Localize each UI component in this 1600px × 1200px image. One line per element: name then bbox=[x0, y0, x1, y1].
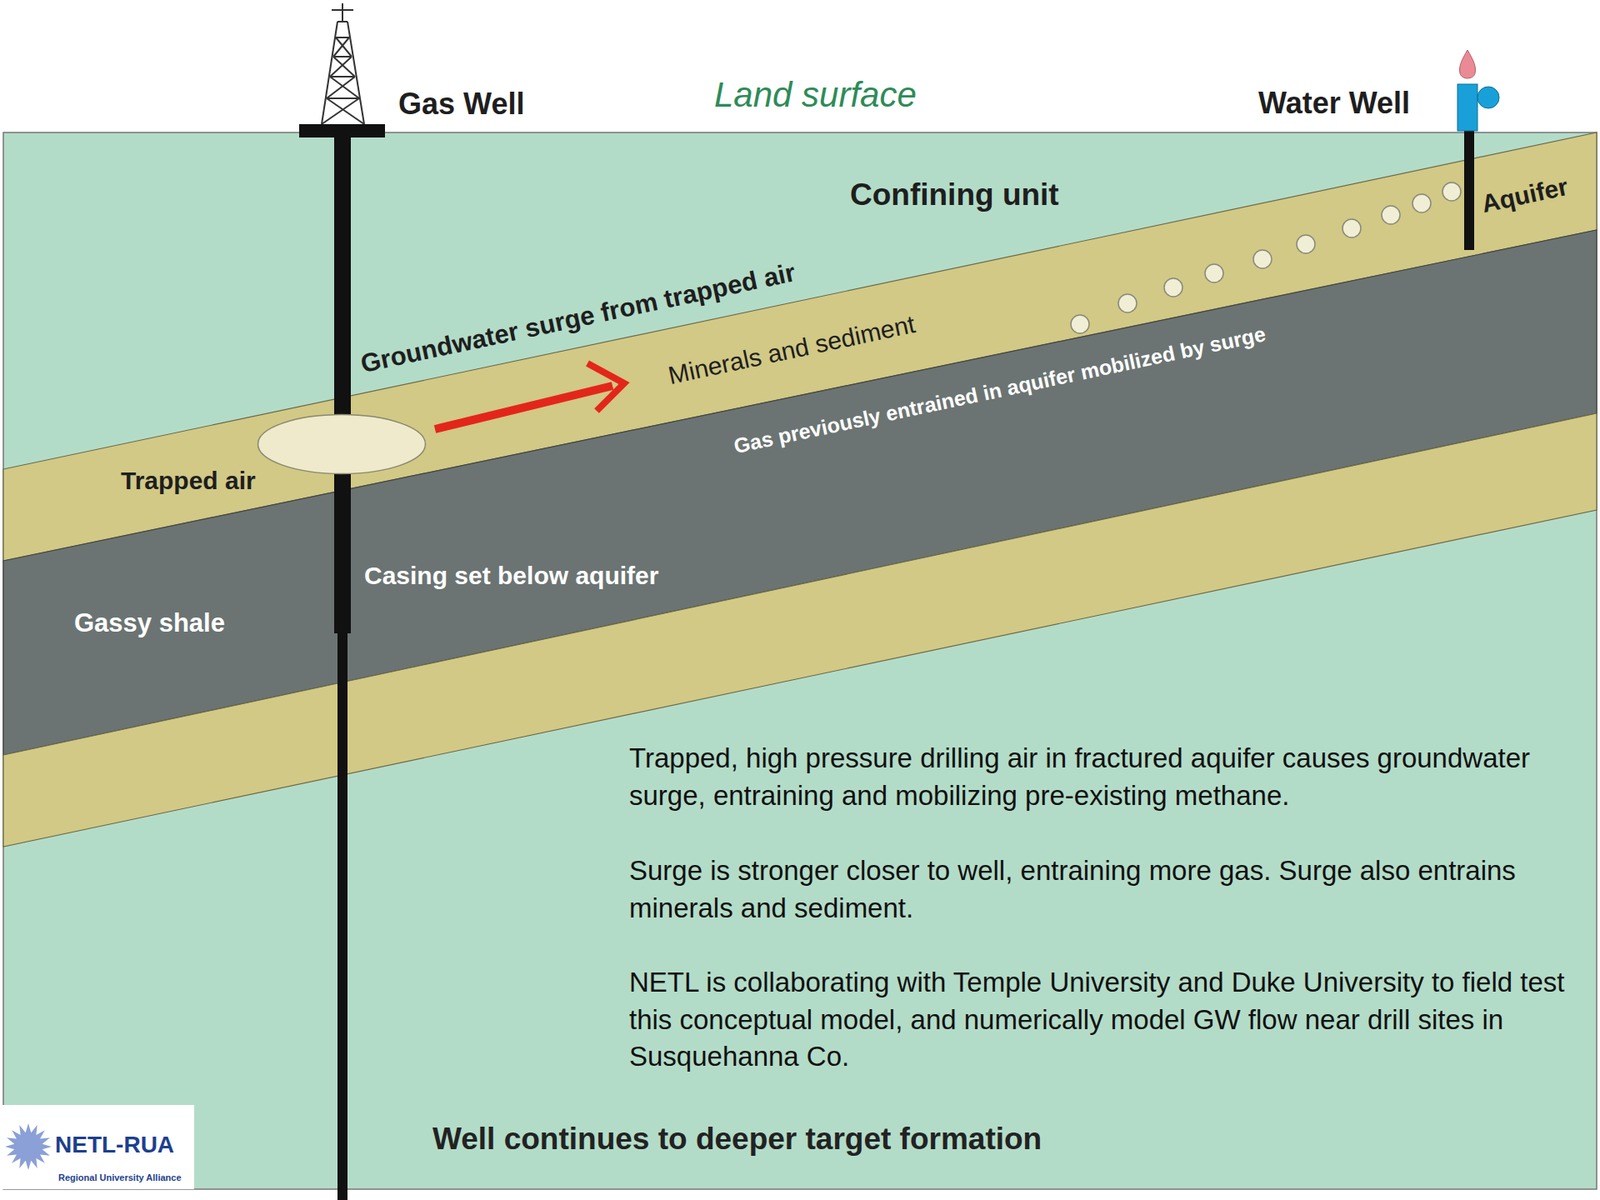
note-paragraph: Surge is stronger closer to well, entrai… bbox=[629, 852, 1588, 927]
logo-text: NETL-RUA bbox=[55, 1131, 175, 1159]
netl-logo-mark bbox=[0, 1105, 195, 1190]
unit-label: Gassy shale bbox=[74, 608, 225, 639]
gas-bubbles bbox=[1070, 182, 1461, 334]
ellipse-shape bbox=[256, 413, 427, 475]
unit-label: Aquifer bbox=[1479, 171, 1571, 219]
casing-label: Casing set below aquifer bbox=[364, 561, 659, 591]
note-paragraph: NETL is collaborating with Temple Univer… bbox=[629, 964, 1588, 1076]
surface-label: Land surface bbox=[714, 75, 917, 115]
well-bore bbox=[337, 631, 348, 1200]
surface-casing bbox=[334, 133, 351, 634]
note-paragraph: Trapped, high pressure drilling air in f… bbox=[629, 740, 1588, 815]
well-label: Water Well bbox=[1258, 85, 1410, 120]
trapped-air-pocket: Trapped air bbox=[256, 413, 427, 475]
process-label: Minerals and sediment bbox=[665, 310, 918, 390]
gas-well-derrick bbox=[321, 3, 365, 125]
well-label: Gas Well bbox=[398, 86, 525, 121]
unit-label: Confining unit bbox=[850, 177, 1060, 214]
confining-ground bbox=[3, 132, 1597, 1190]
node-label: Trapped air bbox=[120, 466, 256, 496]
surge-arrow bbox=[435, 363, 625, 430]
ellipse-outline bbox=[258, 415, 426, 475]
lower-aquifer-band bbox=[3, 413, 1597, 847]
well-note: Well continues to deeper target formatio… bbox=[432, 1121, 1042, 1158]
water-well bbox=[1457, 50, 1500, 250]
logo-subtext: Regional University Alliance bbox=[58, 1172, 182, 1184]
